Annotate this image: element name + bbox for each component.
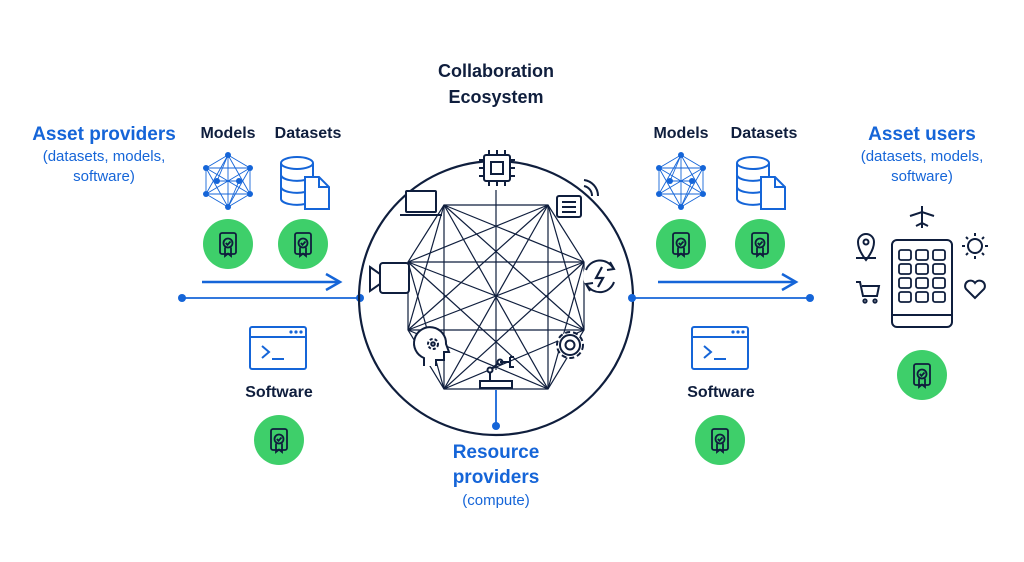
- resource-providers-subtitle: (compute): [462, 492, 530, 509]
- server-signal-icon: [556, 179, 600, 218]
- sun-icon: [962, 233, 988, 259]
- left-models-label: Models: [200, 125, 256, 142]
- ecosystem-title: Collaboration Ecosystem: [406, 58, 586, 110]
- asset-providers-title: Asset providers: [32, 124, 176, 145]
- left-software-terminal-icon: [249, 326, 307, 370]
- resource-providers-title-line2: providers: [452, 467, 540, 488]
- asset-providers-block: Asset providers (datasets, models, softw…: [14, 123, 194, 187]
- robot-arm-icon: [479, 356, 514, 389]
- energy-cycle-icon: [583, 259, 617, 294]
- phone-app-grid-icon: [891, 239, 953, 328]
- right-models-label: Models: [653, 125, 709, 142]
- left-software-label: Software: [245, 384, 313, 401]
- left-software-certificate-icon: [253, 414, 305, 466]
- asset-users-title: Asset users: [868, 124, 976, 145]
- left-datasets-label: Datasets: [274, 125, 342, 142]
- models-network-icon: [202, 151, 254, 211]
- asset-providers-subtitle-line2: software): [73, 168, 135, 185]
- left-arrow-head: [325, 272, 343, 292]
- heart-icon: [964, 279, 986, 300]
- location-pin-icon: [856, 233, 876, 262]
- right-datasets-certificate-icon: [734, 218, 786, 270]
- resource-providers-title-line1: Resource: [452, 442, 540, 463]
- shopping-cart-icon: [856, 281, 881, 304]
- left-connector-dot: [178, 294, 186, 302]
- resource-providers-block: Resource providers (compute): [406, 440, 586, 512]
- bottom-connector-dot: [492, 422, 500, 430]
- head-gear-icon: [413, 326, 451, 366]
- airplane-icon: [909, 206, 935, 228]
- right-models-certificate-icon: [655, 218, 707, 270]
- right-models-network-icon: [655, 151, 707, 211]
- asset-users-block: Asset users (datasets, models, software): [832, 123, 1012, 187]
- right-software-certificate-icon: [694, 414, 746, 466]
- video-camera-icon: [369, 262, 410, 294]
- datasets-database-icon: [280, 156, 330, 210]
- gear-icon: [556, 331, 584, 359]
- chip-icon: [479, 150, 515, 186]
- datasets-certificate-icon: [277, 218, 329, 270]
- asset-users-certificate-icon: [896, 349, 948, 401]
- right-arrow-head: [781, 272, 799, 292]
- models-certificate-icon: [202, 218, 254, 270]
- right-software-label: Software: [687, 384, 755, 401]
- asset-users-subtitle-line1: (datasets, models,: [860, 148, 984, 165]
- laptop-icon: [400, 190, 442, 216]
- right-connector-dot: [806, 294, 814, 302]
- ecosystem-title-line2: Ecosystem: [448, 87, 544, 107]
- asset-providers-subtitle-line1: (datasets, models,: [42, 148, 166, 165]
- right-datasets-label: Datasets: [730, 125, 798, 142]
- ecosystem-title-line1: Collaboration: [438, 61, 554, 81]
- asset-users-subtitle-line2: software): [891, 168, 953, 185]
- right-software-terminal-icon: [691, 326, 749, 370]
- right-datasets-database-icon: [736, 156, 786, 210]
